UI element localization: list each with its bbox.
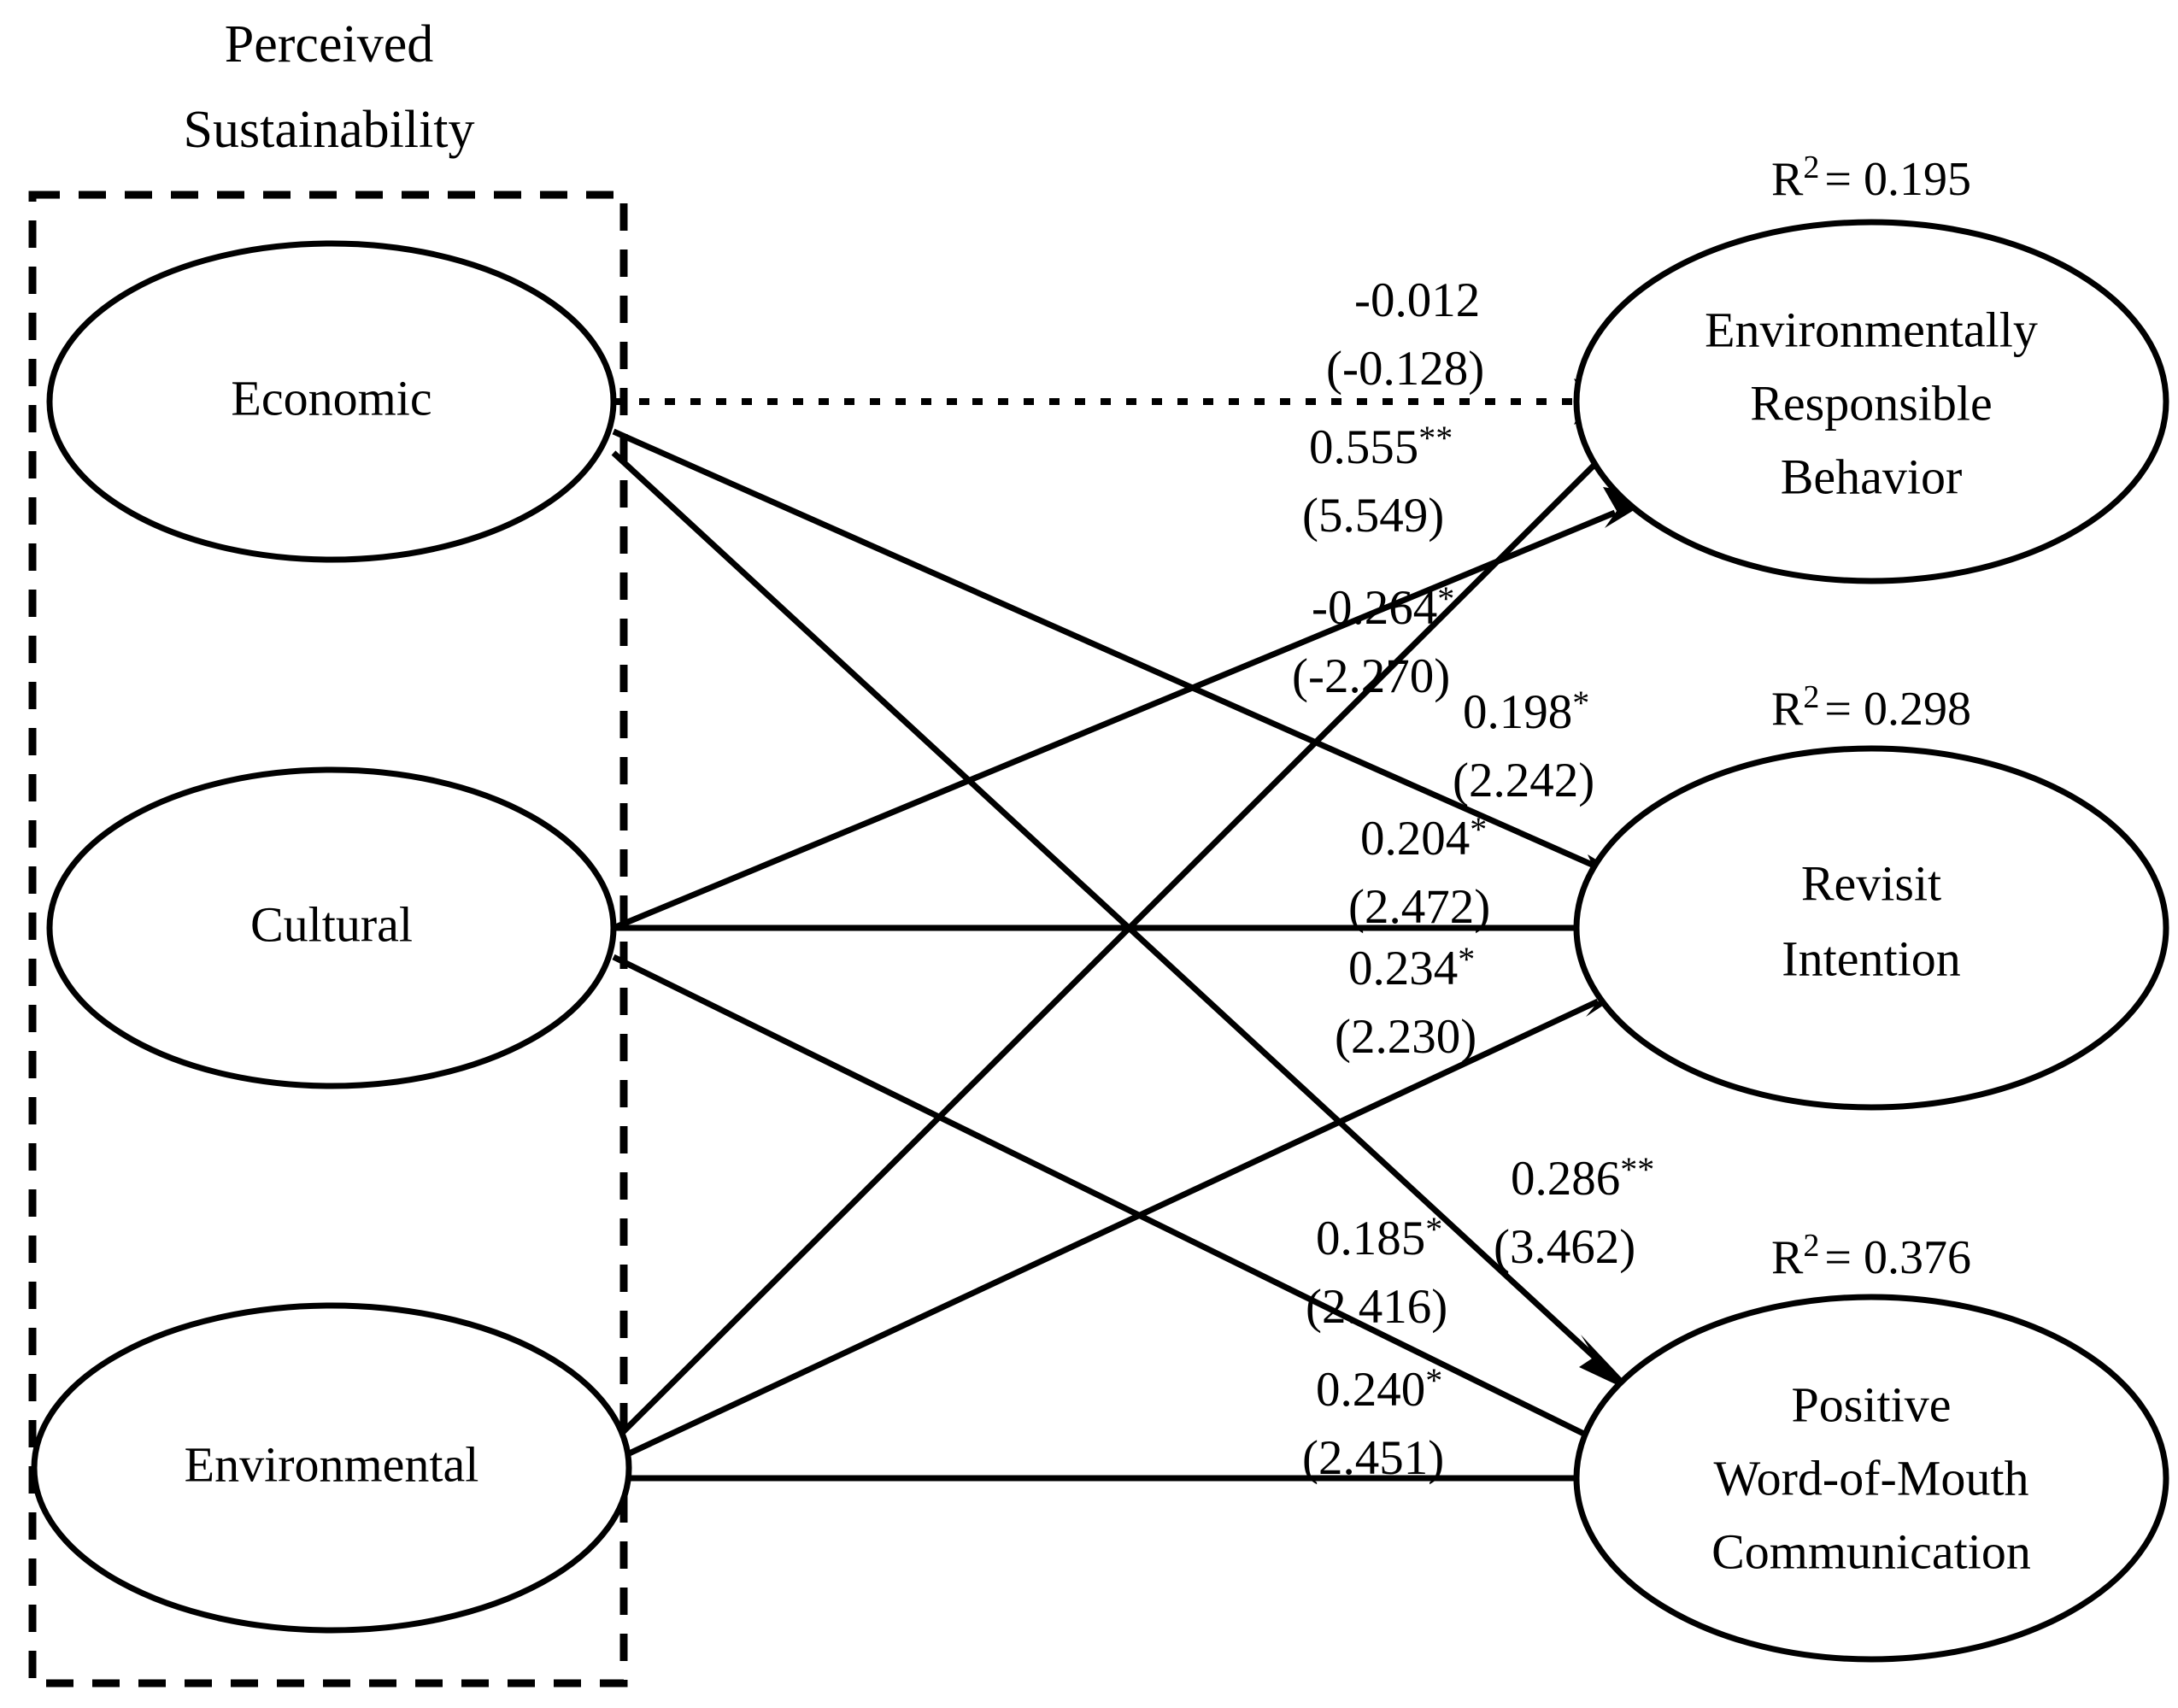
- construct-label-pwom-line-3: Communication: [1711, 1523, 2031, 1579]
- construct-ellipse-economic[interactable]: [46, 240, 617, 563]
- r-squared-erb-exponent: 2: [1803, 150, 1819, 185]
- coef-value-environmental-to-ri: 0.234: [1348, 942, 1458, 995]
- coef-environmental-to-erb: 0.555**: [1309, 419, 1453, 474]
- coef-value-environmental-to-erb: 0.555: [1309, 420, 1418, 474]
- coef-stars-cultural-to-ri: *: [1470, 810, 1487, 848]
- construct-ellipse-positive-word-of-mouth[interactable]: [1573, 1294, 2169, 1663]
- tvalue-environmental-to-erb: (5.549): [1302, 489, 1444, 543]
- r-squared-positive-word-of-mouth: R2= 0.376: [1771, 1228, 1971, 1284]
- coef-stars-economic-to-pwom: **: [1620, 1150, 1654, 1189]
- construct-label-environmental: Environmental: [185, 1436, 479, 1492]
- construct-label-erb-line-2: Responsible: [1750, 375, 1993, 431]
- perceived-sustainability-group-box: [28, 191, 628, 1687]
- tvalue-economic-to-erb: (-0.128): [1326, 342, 1484, 396]
- coef-cultural-to-ri: 0.204*: [1360, 810, 1487, 866]
- tvalue-environmental-to-pwom: (2.451): [1302, 1431, 1444, 1485]
- construct-label-pwom-line-1: Positive: [1792, 1376, 1952, 1432]
- coef-value-economic-to-ri: 0.198: [1463, 685, 1572, 739]
- r-squared-erb: R2= 0.195: [1771, 150, 1971, 206]
- tvalue-economic-to-ri: (2.242): [1453, 754, 1594, 807]
- construct-label-erb-line-3: Behavior: [1781, 449, 1963, 504]
- path-line-cultural-to-pwom: [612, 954, 1606, 1447]
- construct-label-economic: Economic: [231, 370, 431, 426]
- coef-environmental-to-ri: 0.234*: [1348, 940, 1475, 995]
- coef-value-cultural-to-erb: -0.264: [1312, 581, 1437, 635]
- coef-value-cultural-to-ri: 0.204: [1360, 812, 1470, 866]
- r-squared-ri-r: R: [1771, 683, 1804, 736]
- group-title-line-1: Perceived: [225, 15, 433, 73]
- r-squared-erb-r: R: [1771, 153, 1804, 206]
- coef-value-cultural-to-pwom: 0.185: [1316, 1212, 1425, 1265]
- path-line-economic-to-pwom: [611, 450, 1599, 1361]
- r-squared-pwom-r: R: [1771, 1231, 1804, 1284]
- construct-ellipse-cultural[interactable]: [46, 766, 617, 1089]
- tvalue-cultural-to-erb: (-2.270): [1292, 649, 1450, 703]
- coef-stars-environmental-to-pwom: *: [1425, 1361, 1442, 1400]
- construct-ellipse-revisit-intention[interactable]: [1573, 745, 2169, 1111]
- path-line-economic-to-ri: [612, 428, 1600, 871]
- coef-value-economic-to-erb: -0.012: [1354, 273, 1480, 327]
- coef-environmental-to-pwom: 0.240*: [1316, 1361, 1442, 1417]
- coef-economic-to-pwom: 0.286**: [1511, 1150, 1654, 1206]
- r-squared-ri-value: = 0.298: [1824, 683, 1971, 736]
- coef-economic-to-erb: -0.012: [1354, 273, 1480, 327]
- coef-stars-economic-to-ri: *: [1572, 684, 1589, 722]
- construct-ellipse-environmental[interactable]: [31, 1302, 632, 1634]
- group-title-line-2: Sustainability: [184, 101, 475, 159]
- coef-value-environmental-to-pwom: 0.240: [1316, 1363, 1425, 1417]
- construct-label-pwom-line-2: Word-of-Mouth: [1713, 1450, 2028, 1506]
- r-squared-pwom-value: = 0.376: [1824, 1231, 1971, 1284]
- path-line-cultural-to-erb: [612, 509, 1617, 931]
- tvalue-cultural-to-ri: (2.472): [1348, 880, 1490, 934]
- coef-cultural-to-erb: -0.264*: [1312, 579, 1454, 635]
- coef-stars-environmental-to-ri: *: [1458, 940, 1475, 978]
- coef-economic-to-ri: 0.198*: [1463, 684, 1589, 739]
- tvalue-cultural-to-pwom: (2.416): [1306, 1280, 1447, 1334]
- path-line-environmental-to-ri: [596, 998, 1600, 1471]
- r-squared-ri-exponent: 2: [1803, 679, 1819, 715]
- construct-label-erb-line-1: Environmentally: [1705, 302, 2038, 357]
- construct-label-ri-line-2: Intention: [1782, 930, 1960, 986]
- coef-stars-environmental-to-erb: **: [1418, 419, 1453, 457]
- construct-label-cultural: Cultural: [250, 896, 413, 952]
- tvalue-environmental-to-ri: (2.230): [1335, 1010, 1476, 1064]
- path-line-environmental-to-erb: [596, 450, 1609, 1459]
- r-squared-pwom-exponent: 2: [1803, 1228, 1819, 1264]
- coef-value-economic-to-pwom: 0.286: [1511, 1152, 1620, 1206]
- coef-stars-cultural-to-pwom: *: [1425, 1210, 1442, 1248]
- r-squared-revisit-intention: R2= 0.298: [1771, 679, 1971, 736]
- construct-label-ri-line-1: Revisit: [1801, 855, 1941, 911]
- tvalue-economic-to-pwom: (3.462): [1494, 1220, 1635, 1274]
- coef-cultural-to-pwom: 0.185*: [1316, 1210, 1442, 1265]
- construct-ellipse-environmentally-responsible-behavior[interactable]: [1573, 219, 2169, 584]
- coef-stars-cultural-to-erb: *: [1437, 579, 1454, 618]
- r-squared-erb-value: = 0.195: [1824, 153, 1971, 206]
